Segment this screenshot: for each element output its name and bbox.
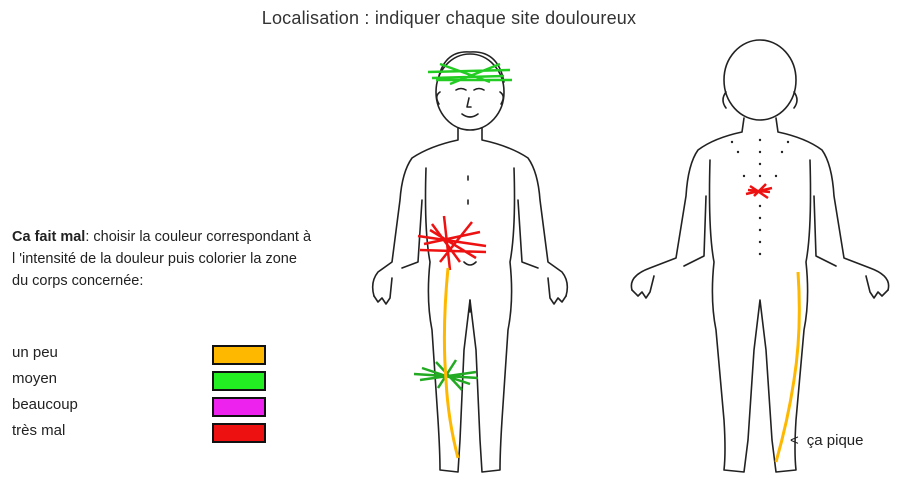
- annotation-arrow: <: [790, 432, 799, 449]
- body-back-view[interactable]: [620, 0, 898, 492]
- color-swatch-magenta[interactable]: [212, 397, 266, 417]
- front-arms-outline: [373, 128, 568, 296]
- back-hands-outline: [632, 276, 888, 298]
- front-torso-legs-outline: [426, 168, 515, 472]
- pain-mark-leg-orange: [444, 268, 458, 458]
- legend-label: très mal: [12, 422, 65, 439]
- back-spine-dots: [731, 139, 789, 255]
- legend-label: un peu: [12, 344, 58, 361]
- legend-row-un-peu: un peu: [12, 342, 272, 368]
- back-ears-outline: [723, 92, 797, 108]
- legend-row-tres-mal: très mal: [12, 420, 272, 446]
- front-face-features: [456, 89, 484, 118]
- legend-row-moyen: moyen: [12, 368, 272, 394]
- color-swatch-orange[interactable]: [212, 345, 266, 365]
- pain-annotation: < ça pique: [790, 432, 863, 449]
- instructions-text: Ca fait mal: choisir la couleur correspo…: [12, 226, 312, 292]
- legend-row-beaucoup: beaucoup: [12, 394, 272, 420]
- color-swatch-red[interactable]: [212, 423, 266, 443]
- legend-label: beaucoup: [12, 396, 78, 413]
- color-swatch-green[interactable]: [212, 371, 266, 391]
- instructions-heading: Ca fait mal: [12, 229, 85, 245]
- annotation-text: ça pique: [807, 432, 864, 449]
- back-head-outline: [724, 40, 796, 120]
- intensity-legend: un peu moyen beaucoup très mal: [12, 342, 272, 446]
- legend-label: moyen: [12, 370, 57, 387]
- pain-mark-back-red: [746, 184, 772, 198]
- body-front-view[interactable]: [340, 0, 600, 492]
- back-arms-outline: [631, 118, 888, 290]
